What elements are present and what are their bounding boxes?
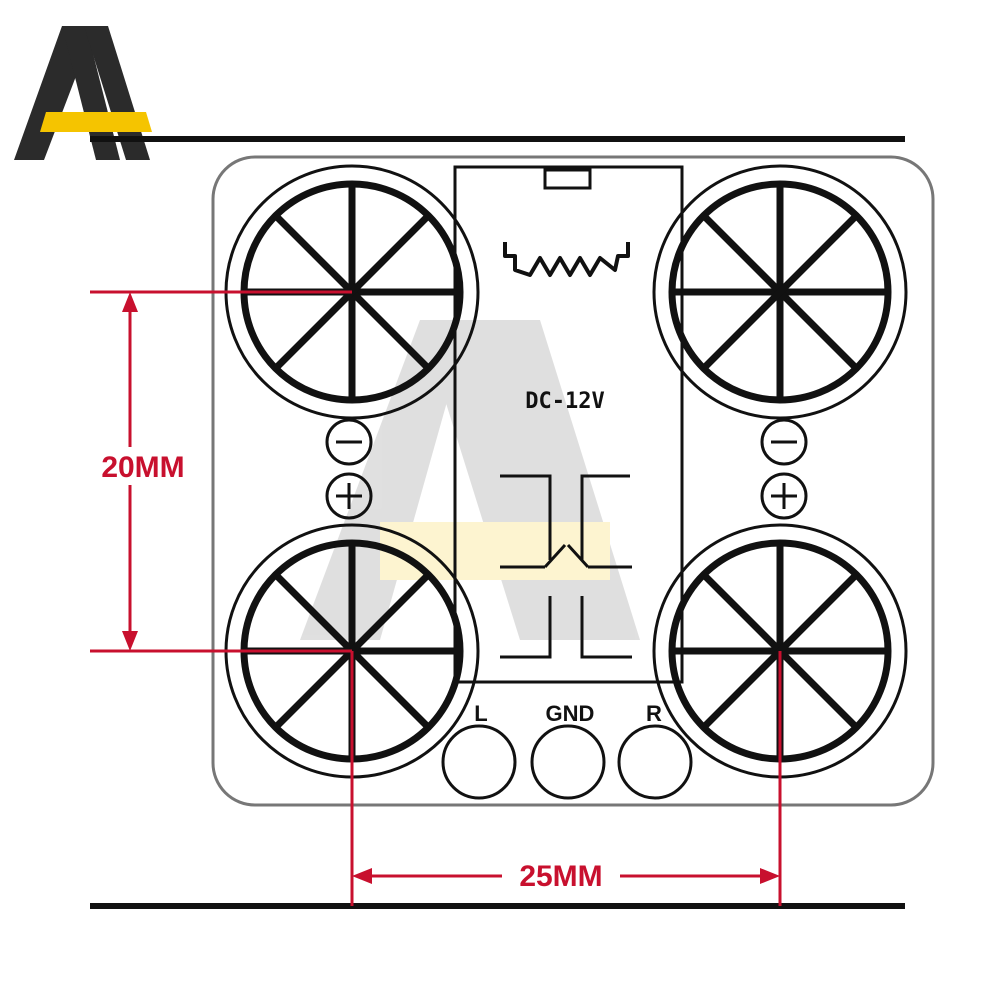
right-polarity [760,418,808,520]
speaker-pad-outer-ring [652,164,908,420]
relay-body [453,165,684,684]
brand-logo-icon [14,26,152,160]
board-outline [211,155,935,807]
pin-label-r: R [646,701,662,726]
pin-hole-r [617,724,693,800]
pin-holes [441,724,693,800]
plus-icon [325,472,373,520]
voltage-label: DC-12V [525,389,604,414]
minus-icon [325,418,373,466]
left-polarity [325,418,373,520]
pin-label-gnd: GND [546,701,595,726]
pin-hole-gnd [530,724,606,800]
horizontal-dimension-label: 25MM [519,860,602,893]
pin-hole-l [441,724,517,800]
relay-coil-icon [503,242,630,277]
pin-label-l: L [474,701,487,726]
plus-icon [760,472,808,520]
relay-contact-icon [500,474,632,659]
speaker-pad-top-right [652,164,908,420]
vertical-dimension-label: 20MM [101,451,184,484]
minus-icon [760,418,808,466]
speaker-pad-spoke [701,213,859,371]
